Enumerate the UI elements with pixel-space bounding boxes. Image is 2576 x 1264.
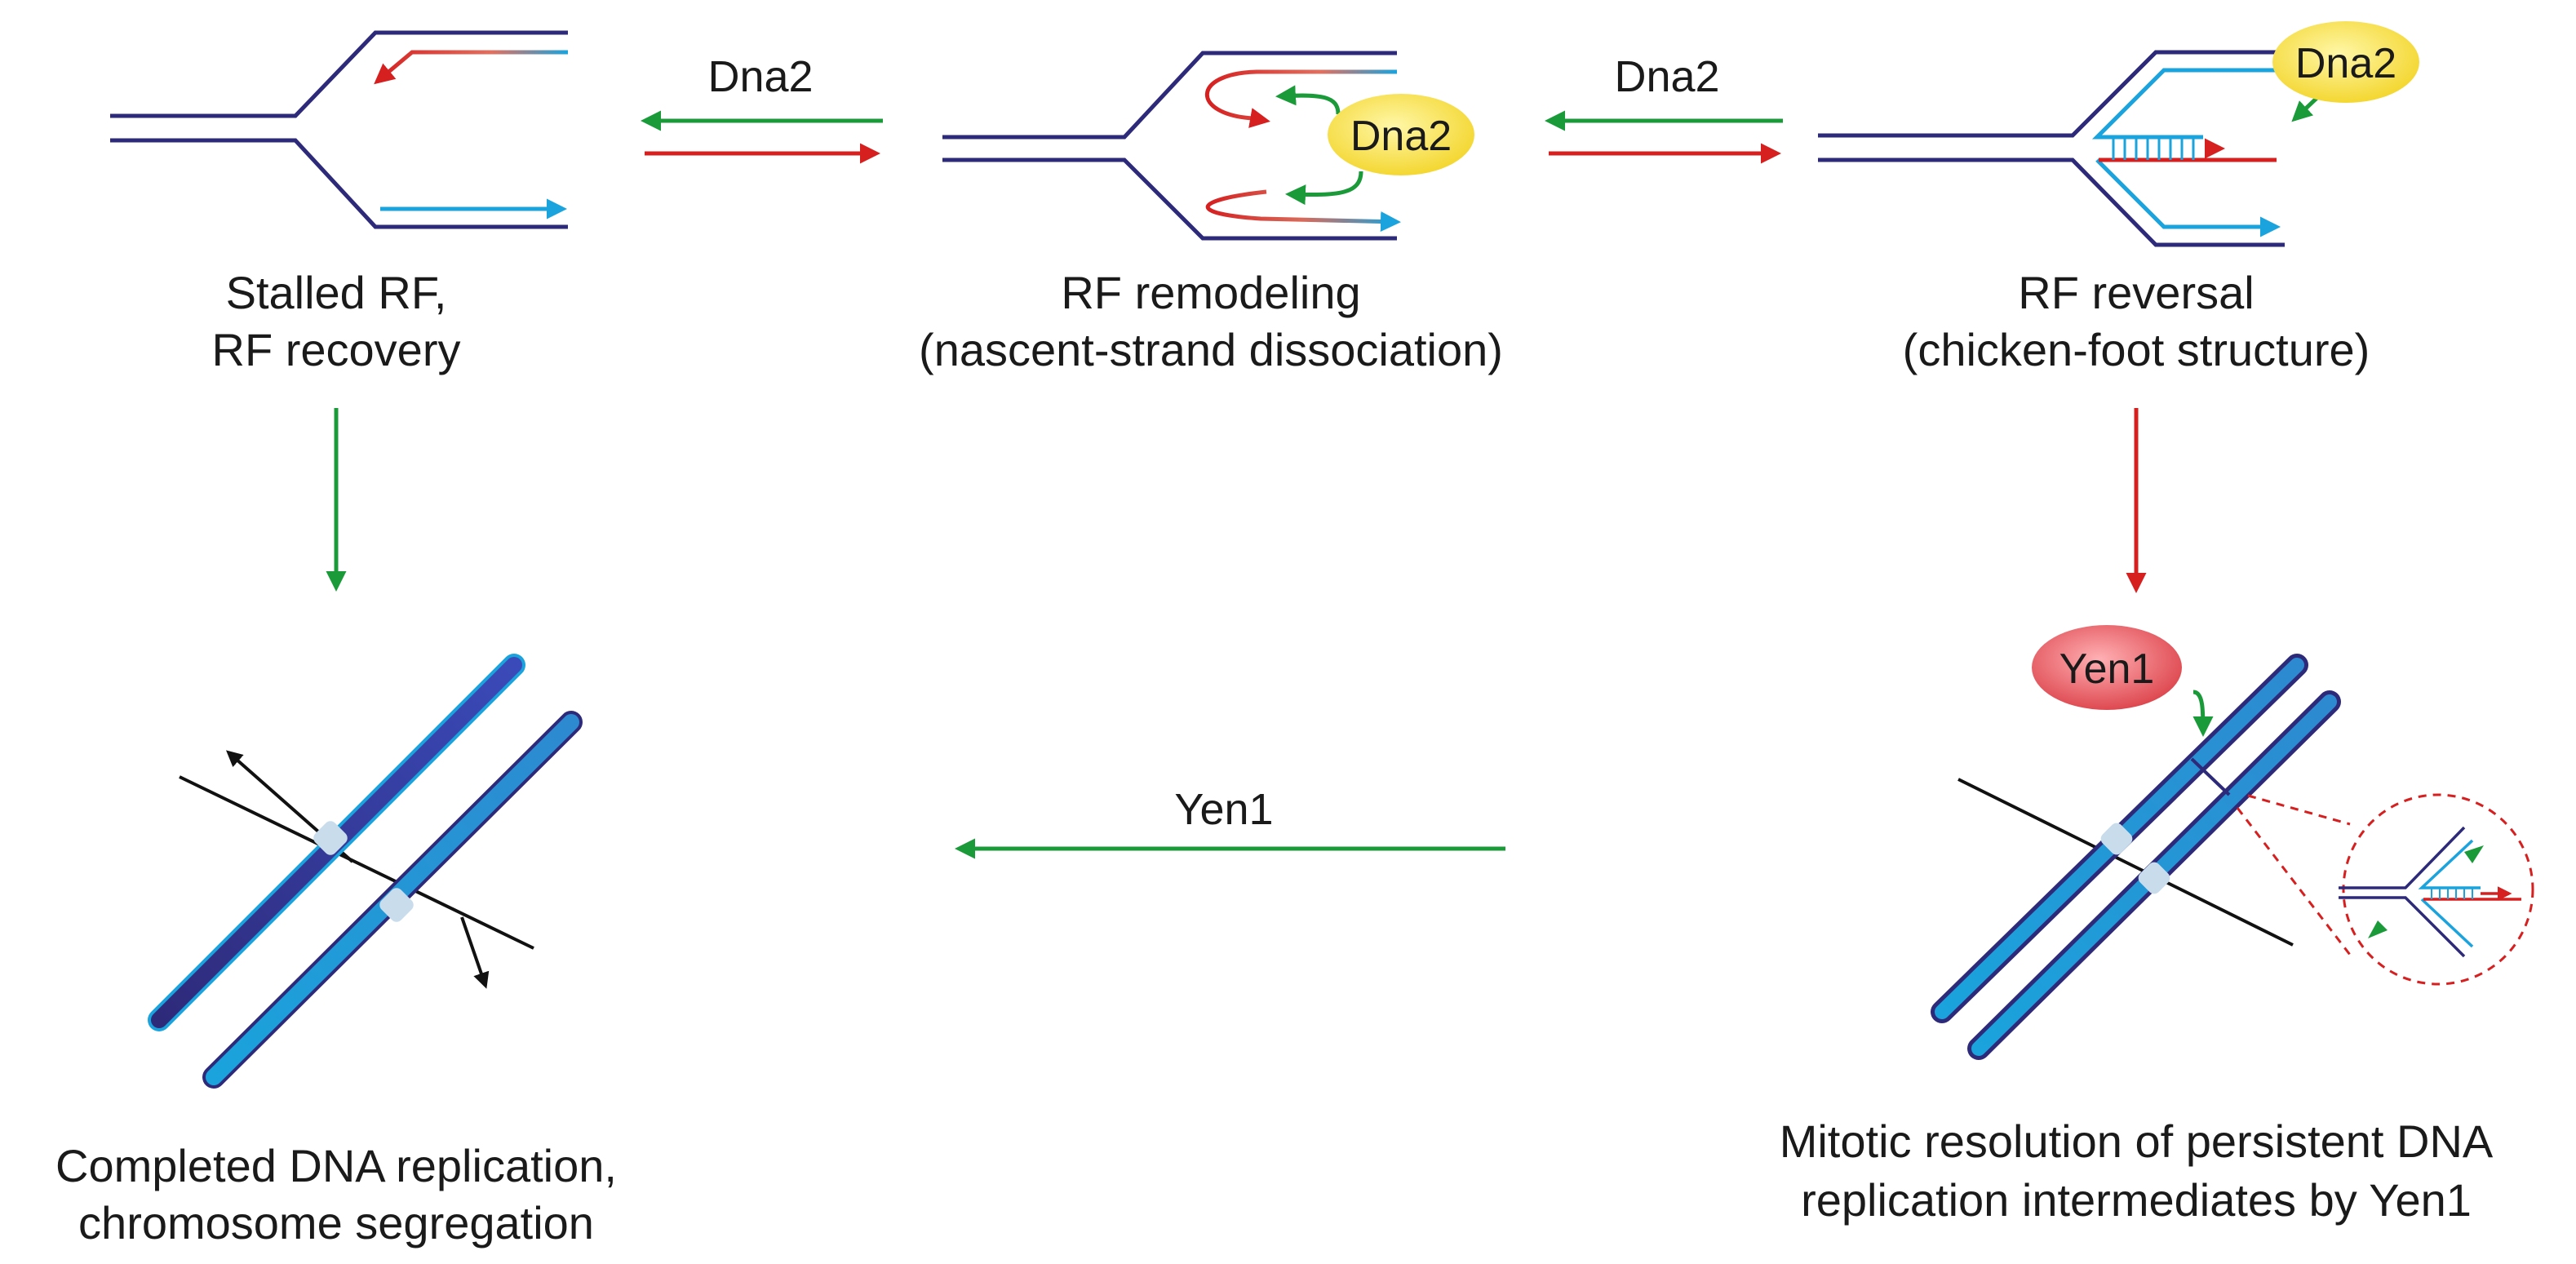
dna2-label-left: Dna2 bbox=[707, 52, 813, 101]
caption-stalled-line2: RF recovery bbox=[212, 324, 461, 375]
caption-reversal-line1: RF reversal bbox=[2018, 267, 2254, 318]
yen1-label-arrow: Yen1 bbox=[1174, 785, 1273, 834]
stalled-fork-structure bbox=[110, 30, 568, 229]
dna2-bubble-right bbox=[2272, 21, 2419, 103]
caption-stalled-line1: Stalled RF, bbox=[226, 267, 447, 318]
dna2-bubble-right-label: Dna2 bbox=[2295, 40, 2396, 87]
caption-mitotic-line2: replication intermediates by Yen1 bbox=[1801, 1174, 2472, 1226]
yen1-bubble-label: Yen1 bbox=[2059, 645, 2155, 693]
remodeling-fork-structure bbox=[942, 51, 1401, 241]
reversal-fork-structure bbox=[1818, 50, 2325, 247]
caption-remodeling-line1: RF remodeling bbox=[1061, 267, 1360, 318]
completed-chromosomes bbox=[148, 654, 583, 1089]
mitotic-chromosomes bbox=[1931, 654, 2341, 1060]
dna2-bubble-middle bbox=[1328, 94, 1474, 175]
dna2-bubble-middle-label: Dna2 bbox=[1350, 113, 1452, 160]
caption-reversal-line2: (chicken-foot structure) bbox=[1903, 324, 2370, 375]
caption-mitotic-line1: Mitotic resolution of persistent DNA bbox=[1780, 1115, 2494, 1167]
zoom-inset bbox=[2236, 793, 2534, 986]
caption-remodeling-line2: (nascent-strand dissociation) bbox=[919, 324, 1503, 375]
caption-completed-line1: Completed DNA replication, bbox=[55, 1140, 617, 1191]
yen1-bubble bbox=[2032, 625, 2182, 710]
caption-completed-line2: chromosome segregation bbox=[78, 1197, 594, 1248]
dna2-label-right: Dna2 bbox=[1614, 52, 1719, 101]
